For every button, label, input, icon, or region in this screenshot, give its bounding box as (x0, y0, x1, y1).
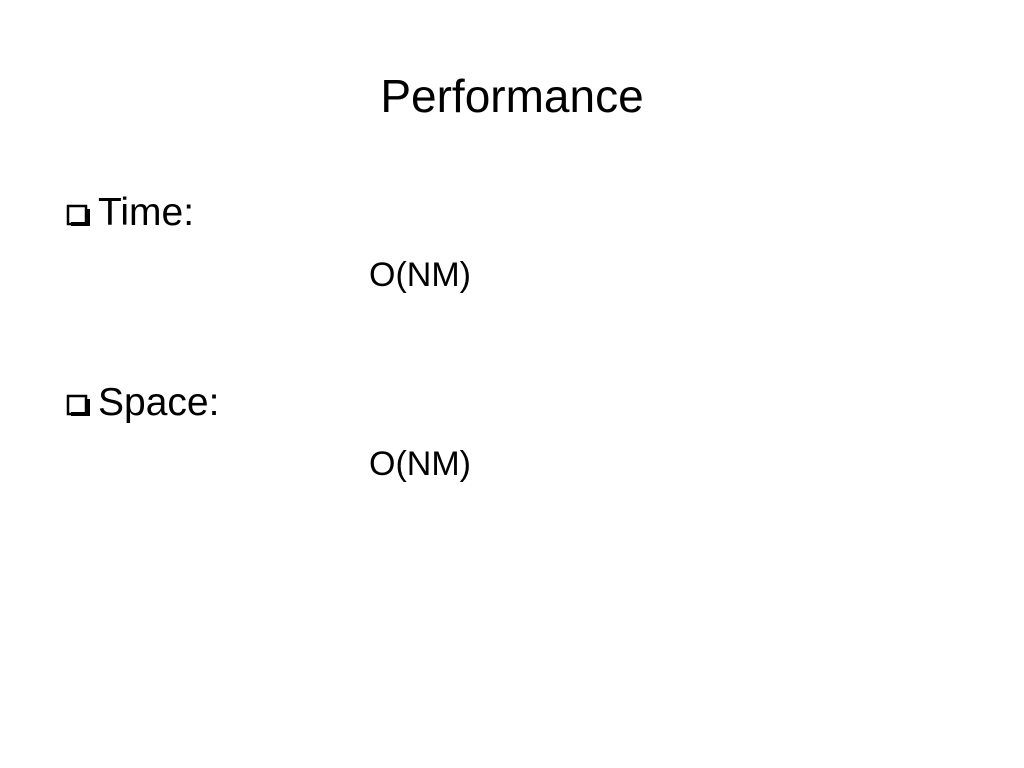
bullet-space: Space: (64, 380, 219, 426)
checkbox-icon (64, 388, 94, 418)
time-complexity-value: O(NM) (369, 256, 471, 294)
bullet-label: Space: (98, 381, 220, 424)
checkbox-icon (64, 198, 94, 228)
bullet-label: Time: (98, 191, 195, 234)
space-complexity-value: O(NM) (369, 445, 471, 483)
bullet-time: Time: (64, 190, 194, 236)
slide-title: Performance (380, 70, 644, 122)
